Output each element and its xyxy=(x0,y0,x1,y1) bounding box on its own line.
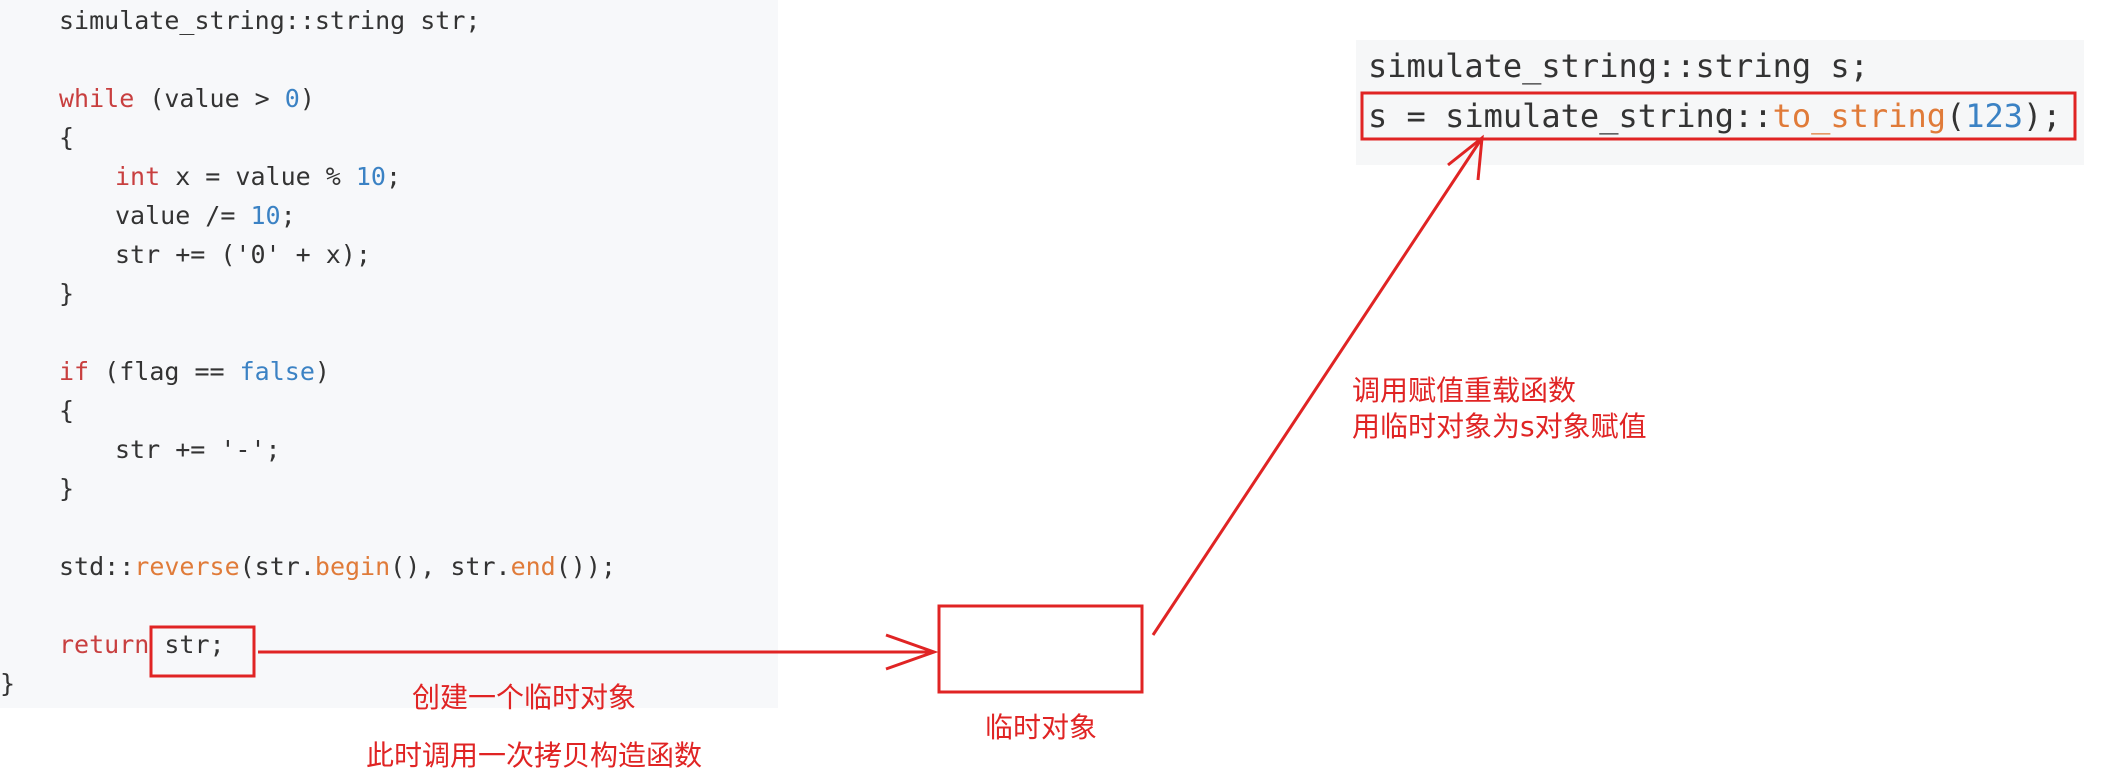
code-line-str-append: str += ('0' + x); xyxy=(115,240,371,269)
code-line-return: return str; xyxy=(59,630,225,659)
code-line-close-brace: } xyxy=(59,279,75,308)
arrow-to-assignment xyxy=(1151,134,1484,636)
temp-object-box xyxy=(937,604,1144,694)
code-line-value-div: value /= 10; xyxy=(115,201,296,230)
annotation-assign-overload: 调用赋值重载函数 xyxy=(1352,374,1577,407)
code-line-declare: simulate_string::string str; xyxy=(59,6,481,35)
annotation-assign-temp: 用临时对象为s对象赋值 xyxy=(1352,410,1647,443)
annotation-copy-constructor: 此时调用一次拷贝构造函数 xyxy=(366,739,703,772)
code-line-open-brace-2: { xyxy=(59,396,75,425)
caller-code-panel: simulate_string::string s; s = simulate_… xyxy=(1356,40,2084,165)
code-line-int-x: int x = value % 10; xyxy=(115,162,401,191)
code-line-reverse: std::reverse(str.begin(), str.end()); xyxy=(59,552,616,581)
code-line-assign-s: s = simulate_string::to_string(123); xyxy=(1368,97,2062,135)
code-line-open-brace: { xyxy=(59,123,75,152)
code-line-declare-s: simulate_string::string s; xyxy=(1368,47,1869,85)
code-line-if: if (flag == false) xyxy=(59,357,330,386)
source-code-panel: simulate_string::string str; while (valu… xyxy=(0,0,778,708)
highlight-assignment-box xyxy=(1360,91,2077,141)
code-line-function-end: } xyxy=(0,669,16,698)
annotation-create-temp: 创建一个临时对象 xyxy=(412,681,637,714)
code-line-while: while (value > 0) xyxy=(59,84,315,113)
annotation-temp-object: 临时对象 xyxy=(985,711,1098,744)
code-line-close-brace-2: } xyxy=(59,474,75,503)
highlight-return-str-box xyxy=(149,625,256,678)
code-line-minus: str += '-'; xyxy=(115,435,281,464)
arrow-to-temp-object xyxy=(258,633,939,671)
